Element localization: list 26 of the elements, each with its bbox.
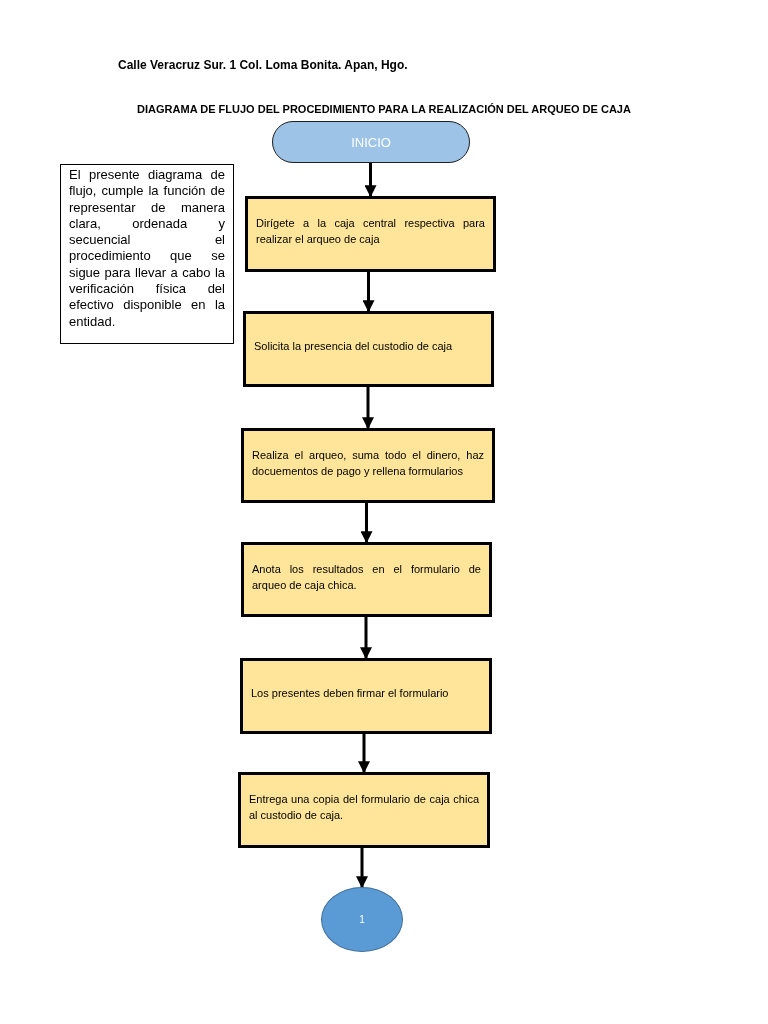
arrow	[362, 387, 374, 430]
process-box	[240, 658, 492, 734]
process-box	[241, 542, 492, 617]
node-text: INICIO	[351, 134, 391, 150]
note-box	[60, 164, 234, 344]
diagram-title: DIAGRAMA DE FLUJO DEL PROCEDIMIENTO PARA LA REALIZACIÓN DEL ARQUEO DE CAJA	[136, 103, 632, 115]
process-box	[243, 311, 494, 387]
arrow	[362, 272, 375, 313]
node-text: 1	[359, 914, 365, 925]
arrow	[364, 163, 377, 198]
node-text: Entrega una copia del formulario de caja chica al custodio de caja.	[249, 792, 479, 823]
node-text: El presente diagrama de flujo, cumple la función de representar de manera clara, ordenada y secuencial el procedimiento que se sigue para llevar a cabo la verificación física del efectivo disponible en la entidad.	[69, 167, 225, 330]
arrow	[356, 848, 368, 889]
process-box	[241, 428, 495, 503]
node-text: Los presentes deben firmar el formulario	[251, 686, 450, 701]
arrow	[358, 734, 370, 774]
start-terminal	[272, 121, 470, 163]
node-text: Anota los resultados en el formulario de arqueo de caja chica.	[252, 561, 481, 593]
process-box	[238, 772, 490, 848]
address-text: Calle Veracruz Sur. 1 Col. Loma Bonita. Apan, Hgo.	[118, 58, 408, 72]
node-text: Solicita la presencia del custodio de caja	[254, 339, 454, 354]
process-box	[245, 196, 496, 272]
arrow	[360, 503, 373, 544]
node-text: Dirígete a la caja central respectiva para realizar el arqueo de caja	[256, 216, 485, 247]
arrow	[360, 617, 372, 660]
node-text: Realiza el arqueo, suma todo el dinero, haz docuementos de pago y rellena formularios	[252, 447, 484, 479]
